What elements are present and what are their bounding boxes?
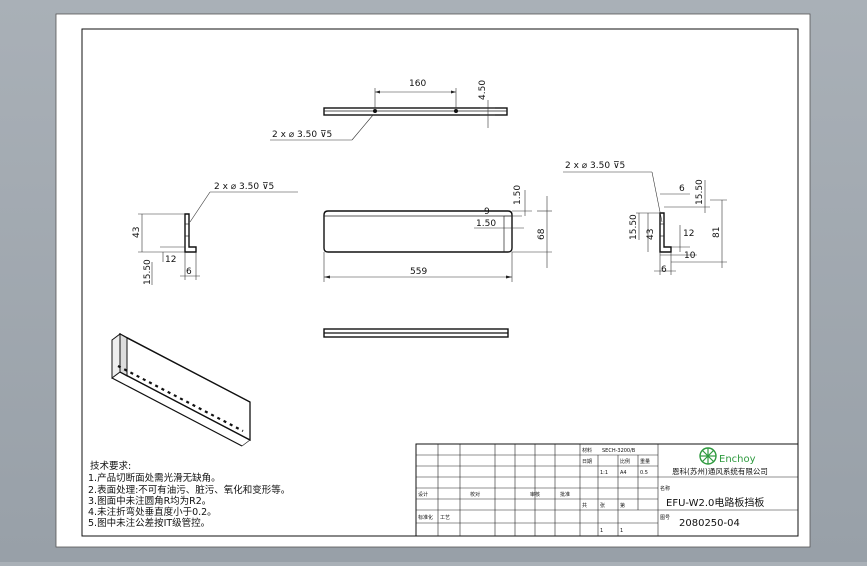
right-dim-base: 10 [684,251,696,261]
notes-item: 5.图中未注公差按IT级管控。 [88,517,210,529]
right-dim-top-width: 6 [679,184,685,194]
drawing-number: 2080250-04 [679,518,740,529]
front-dim-height: 68 [537,228,547,240]
front-view: 559 1.50 9 1.50 68 [323,185,552,282]
tb-label-weight: 重量 [640,458,650,465]
tb-scale-cell: 1:1 [600,470,608,476]
top-dim-length: 160 [409,79,426,89]
left-view: 2 x ⌀ 3.50 ⊽5 43 12 15.50 6 [132,182,298,285]
tb-label-date: 日期 [582,459,592,465]
left-dim-bottom: 15.50 [143,259,153,285]
right-dim-top: 15.50 [695,179,705,205]
notes-item: 4.未注折弯处垂直度小于0.2。 [88,506,217,518]
right-view: 2 x ⌀ 3.50 ⊽5 6 15.50 15.50 43 12 81 10 … [563,161,727,275]
tb-label-total: 共 [582,502,587,509]
tb-label-review: 审核 [530,491,540,498]
tb-label-approve: 批准 [560,491,570,498]
front-dim-radius: 1.50 [476,219,496,229]
tb-scale-cell: 1 [620,528,623,534]
name-label: 名称 [660,485,670,492]
left-hole-callout: 2 x ⌀ 3.50 ⊽5 [214,182,274,192]
tb-label-nth: 第 [620,502,625,509]
top-dim-height: 4.50 [478,80,488,100]
front-dim-top: 1.50 [513,185,523,205]
notes-item: 1.产品切断面处需光滑无缺角。 [88,472,221,484]
notes-item: 2.表面处理:不可有油污、脏污、氧化和变形等。 [88,484,290,496]
tb-label-scale: 比例 [620,458,630,465]
right-dim-left2: 43 [646,229,656,240]
left-dim-height: 43 [132,227,142,238]
technical-notes: 技术要求: 1.产品切断面处需光滑无缺角。 2.表面处理:不可有油污、脏污、氧化… [88,460,290,529]
notes-item: 3.图面中未注圆角R均为R2。 [88,495,211,507]
top-view-hole [373,109,377,113]
left-dim-inner: 12 [165,255,176,265]
company-name: Enchoy [719,454,756,465]
title-block: 材料 SECH-3200/B 设计 校对 审核 批准 标准化 工艺 日期 比例 … [415,443,799,537]
top-view-plate [323,107,508,116]
number-label: 图号 [660,515,670,521]
front-view-plate [323,210,513,253]
front-dim-step: 9 [484,207,490,217]
right-hole-callout: 2 x ⌀ 3.50 ⊽5 [565,161,625,171]
isometric-view [111,332,251,447]
tb-label-design: 设计 [418,491,428,498]
material-label: 材料 [582,447,592,454]
right-dim-width: 6 [661,265,667,275]
company-full-name: 恩科(苏州)通风系统有限公司 [672,466,768,476]
top-hole-callout: 2 x ⌀ 3.50 ⊽5 [272,130,332,140]
tb-label-sheet: 张 [600,502,605,509]
bottom-view [323,328,509,338]
tb-scale-cell: 1 [600,528,603,534]
right-dim-left: 15.50 [629,214,639,240]
material-value: SECH-3200/B [602,448,636,454]
tb-scale-cell: 0.5 [640,470,648,476]
drawing-title: EFU-W2.0电路板挡板 [666,496,764,509]
right-dim-height: 81 [712,227,722,238]
right-dim-inner: 12 [683,229,694,239]
left-dim-width: 6 [186,267,192,277]
tb-scale-cell: A4 [620,470,627,476]
notes-title: 技术要求: [90,460,131,472]
front-dim-length: 559 [410,267,427,277]
top-view-hole [454,109,458,113]
top-view: 160 4.50 2 x ⌀ 3.50 ⊽5 [270,79,508,141]
enchoy-logo-icon [699,447,717,465]
tb-label-process: 工艺 [440,515,450,521]
tb-label-standard: 标准化 [418,514,433,521]
tb-label-check: 校对 [470,491,480,498]
